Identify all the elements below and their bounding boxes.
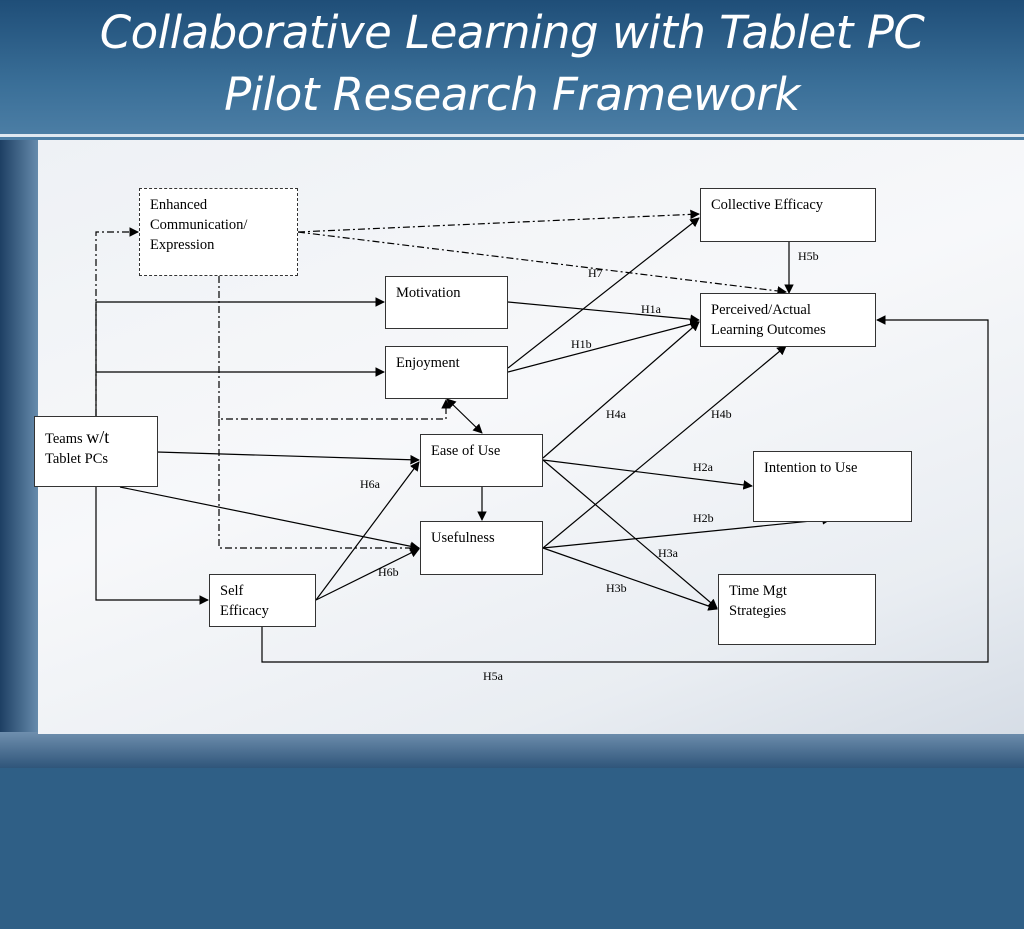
label-h2a: H2a bbox=[693, 460, 713, 474]
h1a-connector bbox=[507, 301, 700, 324]
learning-outcomes-box: Perceived/Actual Learning Outcomes bbox=[700, 293, 876, 347]
teams-label-part-2: w/t bbox=[86, 427, 110, 447]
time-mgt-strategies-box: Time Mgt Strategies bbox=[718, 574, 876, 645]
h4a-connector bbox=[542, 321, 700, 459]
teams-to-self-efficacy-connector bbox=[95, 487, 209, 605]
h2a-connector bbox=[542, 459, 753, 490]
h3a-connector bbox=[542, 459, 718, 609]
h4b-connector bbox=[542, 345, 787, 549]
enhanced-communication-box: Enhanced Communication/ Expression bbox=[139, 188, 298, 276]
bottom-background bbox=[0, 732, 1024, 768]
slide-title-line-1: Collaborative Learning with Tablet PC bbox=[99, 6, 925, 59]
label-h1b: H1b bbox=[571, 337, 592, 351]
motivation-box: Motivation bbox=[385, 276, 508, 329]
enjoyment-to-collective-connector bbox=[507, 217, 700, 369]
teams-to-motivation-connector bbox=[95, 297, 385, 416]
title-divider bbox=[0, 134, 1024, 137]
teams-to-usefulness-connector bbox=[119, 486, 420, 551]
enhanced-to-collective-connector bbox=[297, 209, 700, 233]
h2b-connector bbox=[542, 515, 832, 549]
h5a-connector bbox=[261, 315, 989, 663]
collective-efficacy-box: Collective Efficacy bbox=[700, 188, 876, 242]
label-h2b: H2b bbox=[693, 511, 714, 525]
teams-to-enhanced-connector bbox=[95, 227, 139, 416]
label-h5a: H5a bbox=[483, 669, 503, 683]
teams-label-part-3: Tablet PCs bbox=[45, 451, 109, 467]
label-h3a: H3a bbox=[658, 546, 678, 560]
h6a-connector bbox=[315, 461, 420, 601]
teams-box: Teams w/t Tablet PCs bbox=[34, 416, 158, 487]
enjoyment-box: Enjoyment bbox=[385, 346, 508, 399]
usefulness-box: Usefulness bbox=[420, 521, 543, 575]
label-h3b: H3b bbox=[606, 581, 627, 595]
slide-title-line-2: Pilot Research Framework bbox=[224, 68, 800, 121]
ease-of-use-box: Ease of Use bbox=[420, 434, 543, 487]
diagram-connectors bbox=[95, 209, 989, 663]
enjoyment-ease-connector bbox=[446, 398, 483, 434]
self-efficacy-box: Self Efficacy bbox=[209, 574, 316, 627]
label-h1a: H1a bbox=[641, 302, 661, 316]
slide-title: Collaborative Learning with Tablet PC Pi… bbox=[0, 2, 1024, 126]
label-h4b: H4b bbox=[711, 407, 732, 421]
label-h5b: H5b bbox=[798, 249, 819, 263]
enhanced-to-enjoyment-connector bbox=[218, 276, 451, 420]
h7-connector bbox=[297, 231, 787, 296]
h1b-connector bbox=[507, 319, 700, 373]
left-background bbox=[0, 140, 40, 768]
title-background bbox=[0, 0, 1024, 140]
intention-to-use-box: Intention to Use bbox=[753, 451, 912, 522]
teams-label-part-1: Teams bbox=[45, 431, 87, 447]
enhanced-to-usefulness-connector bbox=[218, 419, 420, 553]
label-h4a: H4a bbox=[606, 407, 626, 421]
label-h6b: H6b bbox=[378, 565, 399, 579]
h3b-connector bbox=[542, 547, 718, 611]
label-h7: H7 bbox=[588, 266, 603, 280]
label-h6a: H6a bbox=[360, 477, 380, 491]
h6b-connector bbox=[315, 548, 420, 601]
teams-to-ease-connector bbox=[156, 451, 420, 465]
